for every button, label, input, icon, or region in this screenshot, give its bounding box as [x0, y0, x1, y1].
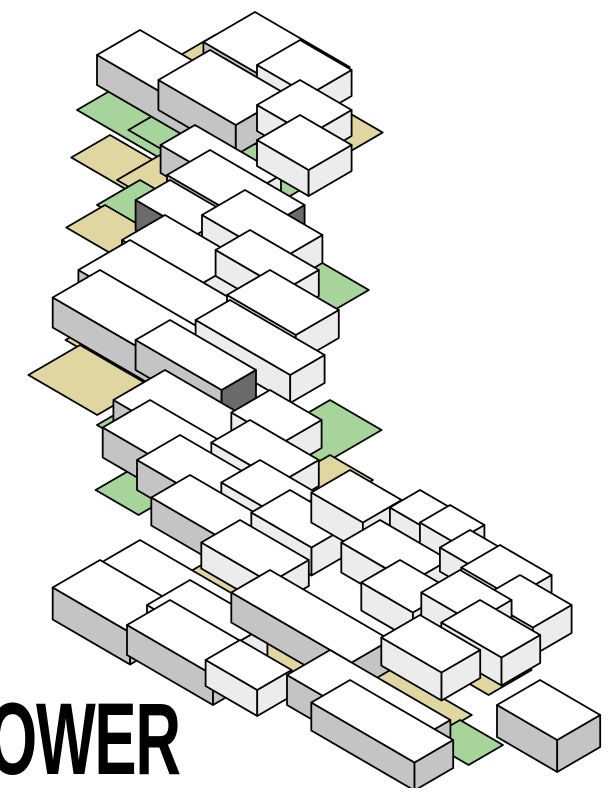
diagram-title: OWER — [0, 688, 180, 790]
volume-box — [497, 680, 600, 772]
